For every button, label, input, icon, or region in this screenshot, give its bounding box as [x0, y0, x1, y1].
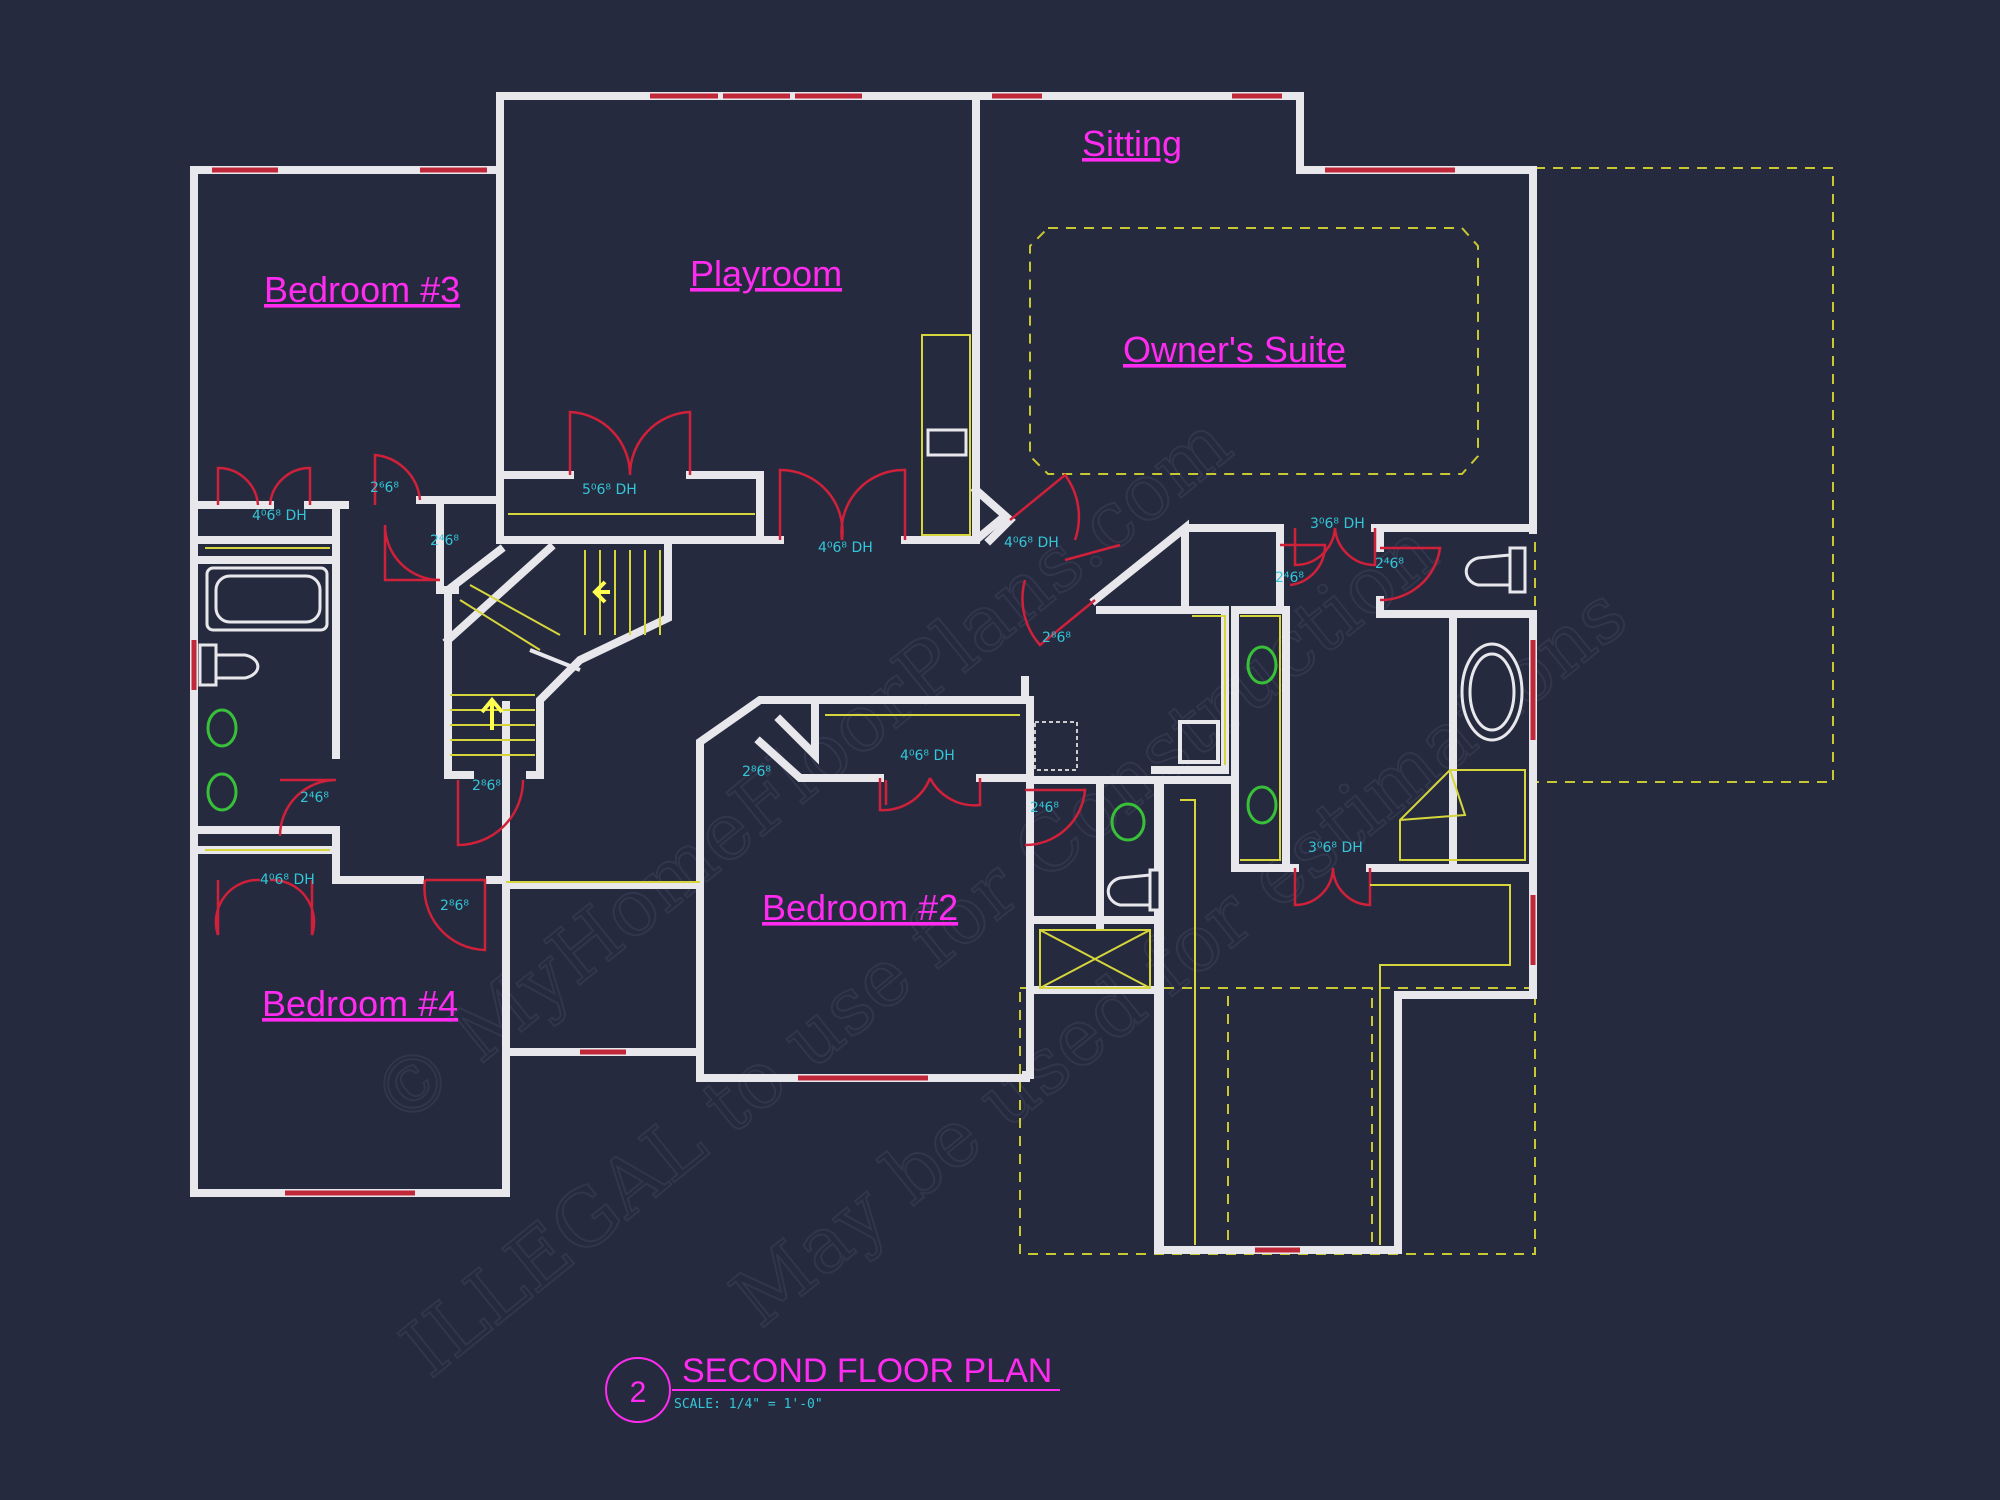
- door-label: 2⁸6⁸: [472, 778, 501, 794]
- door-label: 3⁰6⁸ DH: [1310, 516, 1365, 532]
- drawing-scale: SCALE: 1/4" = 1'-0": [674, 1397, 823, 1412]
- door-label: 2⁸6⁸: [742, 764, 771, 780]
- door-label: 5⁰6⁸ DH: [582, 482, 637, 498]
- stairs: [450, 550, 661, 756]
- door-size-labels: 4⁰6⁸ DH 2⁶6⁸ 2⁴6⁸ 5⁰6⁸ DH 4⁰6⁸ DH 4⁰6⁸ D…: [252, 480, 1404, 914]
- door-label: 2⁶6⁸: [370, 480, 399, 496]
- drawing-title-block: 2 SECOND FLOOR PLAN SCALE: 1/4" = 1'-0": [605, 1352, 1060, 1423]
- bathtub-icon: [205, 566, 329, 632]
- shower-icon: [1039, 769, 1526, 989]
- door-label: 4⁰6⁸ DH: [252, 508, 307, 524]
- drawing-number: 2: [630, 1376, 647, 1409]
- door-label: 3⁰6⁸ DH: [1308, 840, 1363, 856]
- room-label-sitting: Sitting: [1082, 123, 1182, 164]
- door-label: 4⁰6⁸ DH: [818, 540, 873, 556]
- stair-arrow-icon: [480, 580, 610, 730]
- doors: [214, 410, 1442, 952]
- toilet-icon: [198, 643, 260, 687]
- door-label: 4⁰6⁸ DH: [260, 872, 315, 888]
- door-label: 2⁴6⁸: [1030, 800, 1059, 816]
- walls: [190, 92, 1537, 1254]
- washer-icon: [1034, 720, 1220, 771]
- bathtub-icon-owner: [1460, 642, 1524, 742]
- sink-icon: [206, 645, 1278, 842]
- door-label: 2⁴6⁸: [430, 533, 459, 549]
- room-label-bedroom-4: Bedroom #4: [262, 983, 458, 1024]
- door-label: 2⁴6⁸: [300, 790, 329, 806]
- windows: [191, 93, 1536, 1253]
- drawing-number-circle: [605, 1357, 671, 1423]
- bath-fixtures: [198, 428, 1527, 989]
- room-label-owners-suite: Owner's Suite: [1123, 329, 1346, 370]
- room-label-playroom: Playroom: [690, 253, 842, 294]
- room-labels: Bedroom #3 Playroom Sitting Owner's Suit…: [262, 123, 1346, 1024]
- door-label: 4⁰6⁸ DH: [900, 748, 955, 764]
- tv-unit: [926, 428, 968, 457]
- door-label: 2⁸6⁸: [1042, 630, 1071, 646]
- door-label: 2⁴6⁸: [1375, 556, 1404, 572]
- door-label: 2⁸6⁸: [440, 898, 469, 914]
- door-label: 4⁰6⁸ DH: [1004, 535, 1059, 551]
- drawing-title: SECOND FLOOR PLAN: [682, 1352, 1052, 1390]
- room-label-bedroom-3: Bedroom #3: [264, 269, 460, 310]
- toilet-icon-bath2: [1106, 868, 1162, 912]
- closet-shelves: [205, 334, 1511, 1245]
- room-label-bedroom-2: Bedroom #2: [762, 887, 958, 928]
- toilet-icon-owner: [1464, 546, 1527, 594]
- door-label: 2⁴6⁸: [1275, 570, 1304, 586]
